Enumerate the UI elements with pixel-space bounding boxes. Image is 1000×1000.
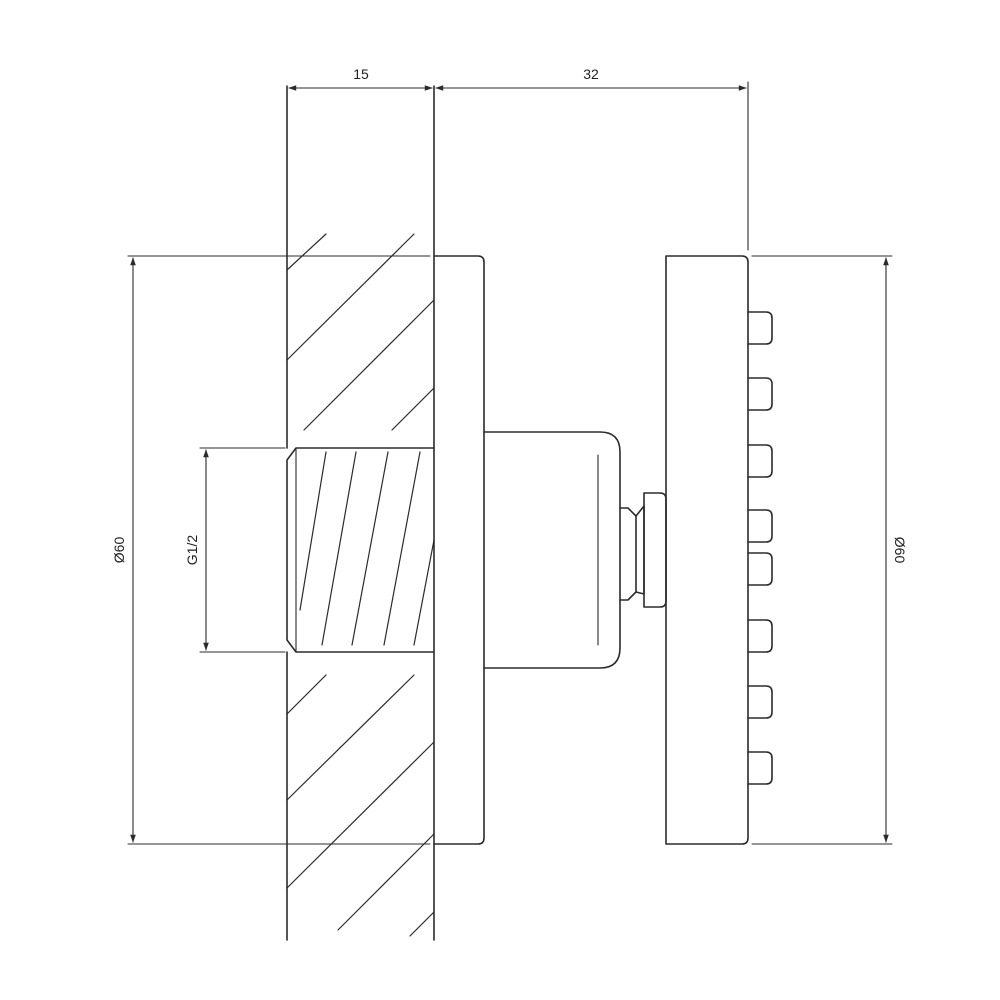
wall-flange	[433, 255, 485, 845]
nozzle	[747, 619, 773, 653]
dimension-diameter-left: Ø60	[111, 255, 431, 845]
nozzles	[747, 311, 773, 785]
threaded-connector	[286, 447, 435, 653]
shower-arm-body	[483, 431, 621, 669]
nozzle	[747, 377, 773, 411]
dimension-label-32: 32	[583, 66, 599, 82]
nozzle	[747, 444, 773, 478]
ball-joint	[619, 492, 667, 608]
wall-hatching-lower	[286, 674, 435, 937]
dimension-label-thread: G1/2	[184, 535, 200, 566]
nozzle	[747, 311, 773, 345]
nozzle	[747, 685, 773, 719]
nozzle	[747, 552, 773, 586]
dimension-diameter-right: Ø60	[751, 255, 908, 845]
dimension-wall-depth: 15	[288, 66, 433, 91]
nozzle	[747, 509, 773, 543]
wall-section	[286, 85, 435, 941]
nozzle	[747, 751, 773, 785]
dimension-label-diameter-right: Ø60	[892, 537, 908, 564]
wall-hatching-upper	[286, 233, 435, 431]
dimension-label-diameter-left: Ø60	[111, 537, 127, 564]
shower-head	[665, 255, 749, 845]
dimension-projection: 32	[435, 66, 749, 251]
dimension-label-15: 15	[353, 66, 369, 82]
dimension-thread: G1/2	[184, 447, 286, 653]
